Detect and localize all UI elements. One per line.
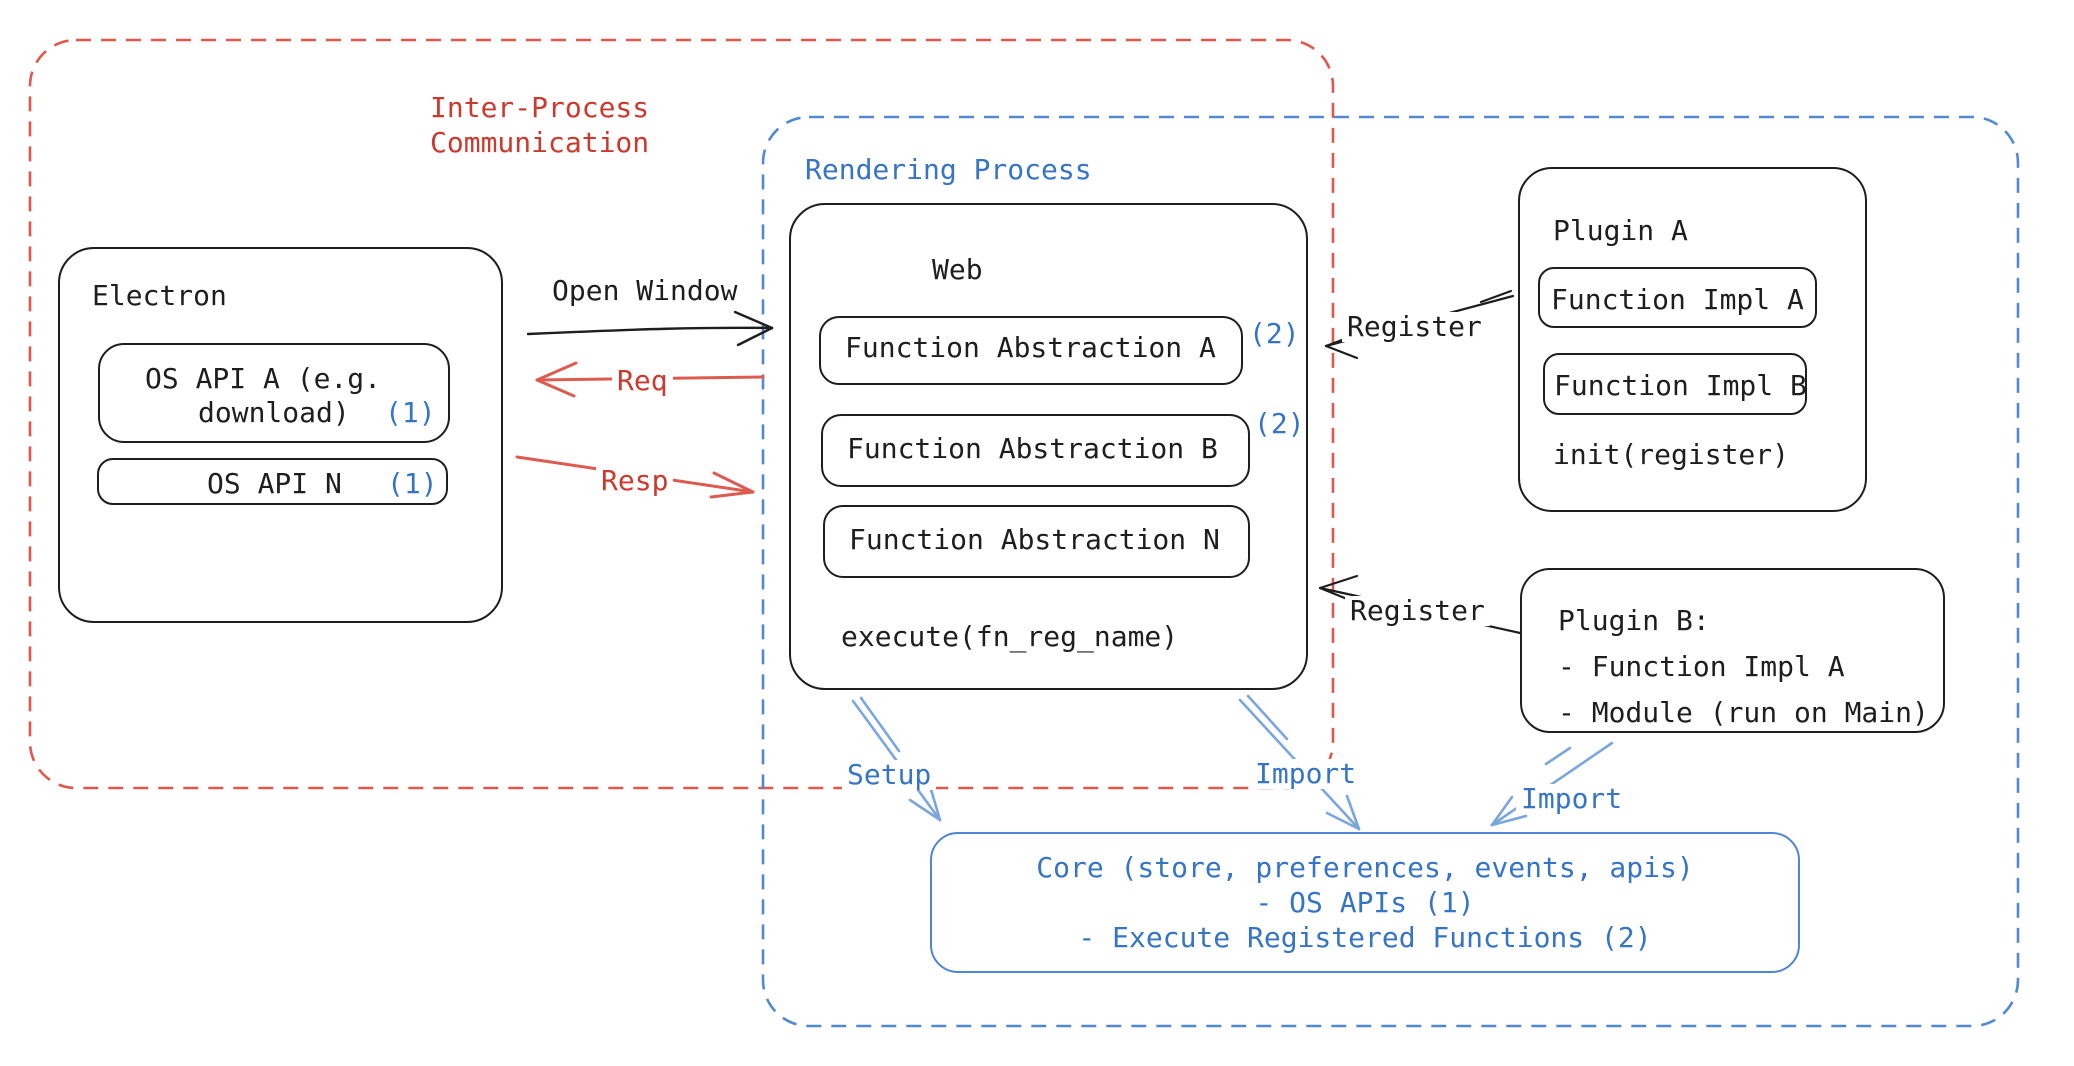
setup-label: Setup [842,760,937,790]
plugin-a-box [1518,167,1867,512]
function-impl-a-box [1538,267,1817,328]
plugin-a-title: Plugin A [1553,214,1688,247]
os-api-n-badge: (1) [387,467,438,500]
ipc-label: Inter-Process Communication [430,90,649,160]
rendering-process-label: Rendering Process [805,153,1092,186]
open-window-label: Open Window [552,274,738,307]
resp-label: Resp [596,466,674,496]
os-api-a-box [98,343,450,443]
core-line2: - OS APIs (1) [1255,886,1475,919]
core-line1: Core (store, preferences, events, apis) [1036,851,1694,884]
os-api-a-text-line2: download) [198,396,350,429]
web-title: Web [932,253,983,286]
os-api-n-text: OS API N [207,467,342,500]
ipc-dashed-box [28,38,1335,790]
core-box [930,832,1800,973]
open-window-arrow [526,310,774,347]
os-api-a-badge: (1) [385,396,436,429]
function-abstraction-n-text: Function Abstraction N [849,523,1220,556]
ipc-label-line2: Communication [430,126,650,159]
function-impl-b-text: Function Impl B [1554,369,1807,402]
rendering-dashed-box [761,115,2020,1028]
import-web-label: Import [1250,759,1362,789]
ipc-label-line1: Inter-Process [430,91,650,124]
function-abstraction-b-box [821,414,1250,487]
plugin-b-text: Plugin B: - Function Impl A - Module (ru… [1558,598,1929,736]
function-impl-a-text: Function Impl A [1551,283,1804,316]
function-abstraction-n-box [823,505,1250,578]
core-text: Core (store, preferences, events, apis) … [930,850,1800,955]
function-abstraction-b-badge: (2) [1254,407,1305,440]
init-register-text: init(register) [1553,438,1790,471]
electron-title: Electron [92,279,227,312]
os-api-a-text-line1: OS API A (e.g. [145,362,382,395]
function-impl-b-box [1543,353,1807,415]
register-b-label: Register [1345,596,1490,626]
import-plugin-label: Import [1516,784,1628,814]
function-abstraction-a-text: Function Abstraction A [845,331,1216,364]
plugin-b-line2: - Function Impl A [1558,650,1845,683]
execute-text: execute(fn_reg_name) [841,620,1179,653]
register-a-label: Register [1342,312,1487,342]
function-abstraction-b-text: Function Abstraction B [847,432,1218,465]
plugin-b-line1: Plugin B: [1558,604,1710,637]
req-label: Req [612,366,673,396]
plugin-b-box [1520,568,1945,733]
plugin-b-line3: - Module (run on Main) [1558,696,1929,729]
core-line3: - Execute Registered Functions (2) [1078,921,1652,954]
function-abstraction-a-badge: (2) [1249,317,1300,350]
function-abstraction-a-box [819,316,1243,385]
os-api-n-box [97,458,448,505]
